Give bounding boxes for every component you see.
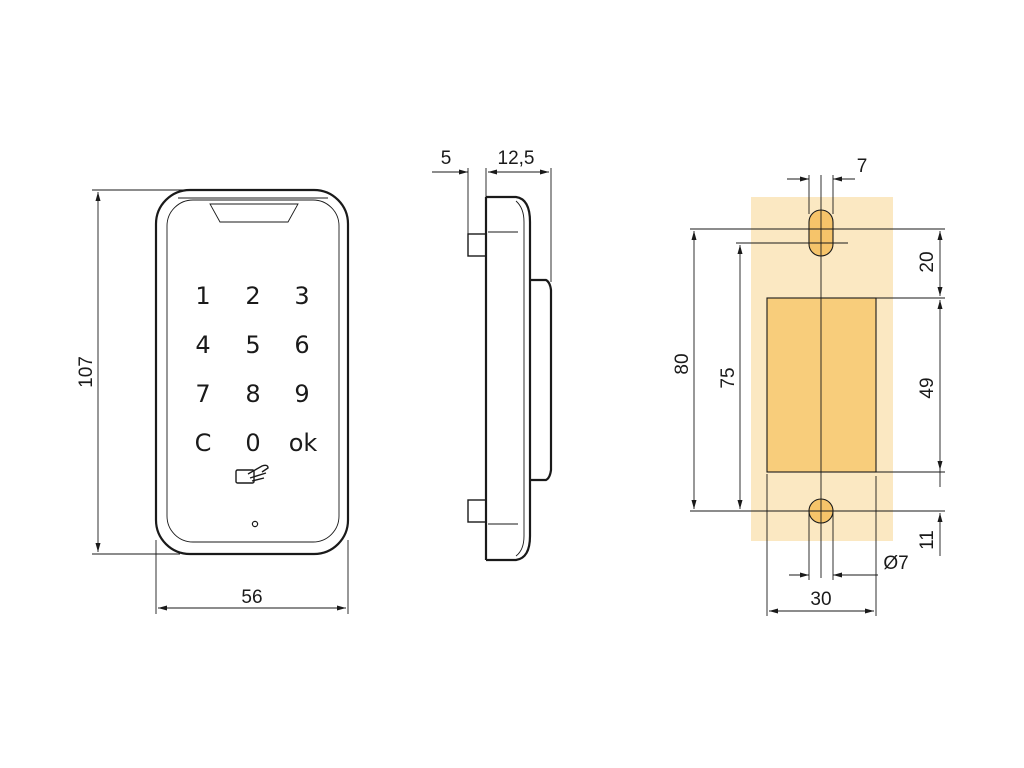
- template-view: 7 80 75 20 49 11 Ø7 30: [672, 156, 945, 616]
- dim-label-11: 11: [917, 530, 938, 550]
- key-4: 4: [195, 331, 210, 359]
- front-view: 1 2 3 4 5 6 7 8 9 C 0 ok 107 56: [76, 188, 350, 614]
- dim-label-75: 75: [718, 367, 739, 388]
- side-front-bulge: [530, 278, 553, 482]
- side-body-outline: [486, 195, 532, 562]
- key-c: C: [195, 429, 212, 457]
- dim-label-20: 20: [917, 251, 938, 272]
- key-1: 1: [195, 282, 210, 310]
- dim-label-30: 30: [810, 589, 831, 610]
- dim-label-7: 7: [857, 156, 868, 177]
- side-view: 5 12,5: [432, 148, 553, 562]
- dim-label-49: 49: [917, 377, 938, 398]
- keypad-outer-body: [154, 188, 350, 556]
- dim-label-80: 80: [672, 353, 693, 374]
- key-ok: ok: [289, 429, 318, 457]
- side-mount-pin-bottom: [467, 499, 487, 523]
- dim-label-12-5: 12,5: [498, 148, 535, 169]
- key-3: 3: [294, 282, 309, 310]
- status-led: [251, 520, 259, 528]
- key-9: 9: [294, 380, 309, 408]
- rfid-card-hand-icon: [235, 464, 269, 484]
- keypad-top-notch: [209, 203, 299, 223]
- key-6: 6: [294, 331, 309, 359]
- dim-label-5: 5: [441, 148, 452, 169]
- key-0: 0: [245, 429, 260, 457]
- cutout-rectangle: [766, 297, 877, 473]
- key-7: 7: [195, 380, 210, 408]
- key-5: 5: [245, 331, 260, 359]
- dim-label-107: 107: [76, 356, 97, 388]
- side-mount-pin-top: [467, 233, 487, 257]
- key-8: 8: [245, 380, 260, 408]
- dim-label-dia7: Ø7: [883, 553, 908, 574]
- dim-label-56: 56: [241, 587, 262, 608]
- keypad-inner-panel: [166, 199, 340, 543]
- key-2: 2: [245, 282, 260, 310]
